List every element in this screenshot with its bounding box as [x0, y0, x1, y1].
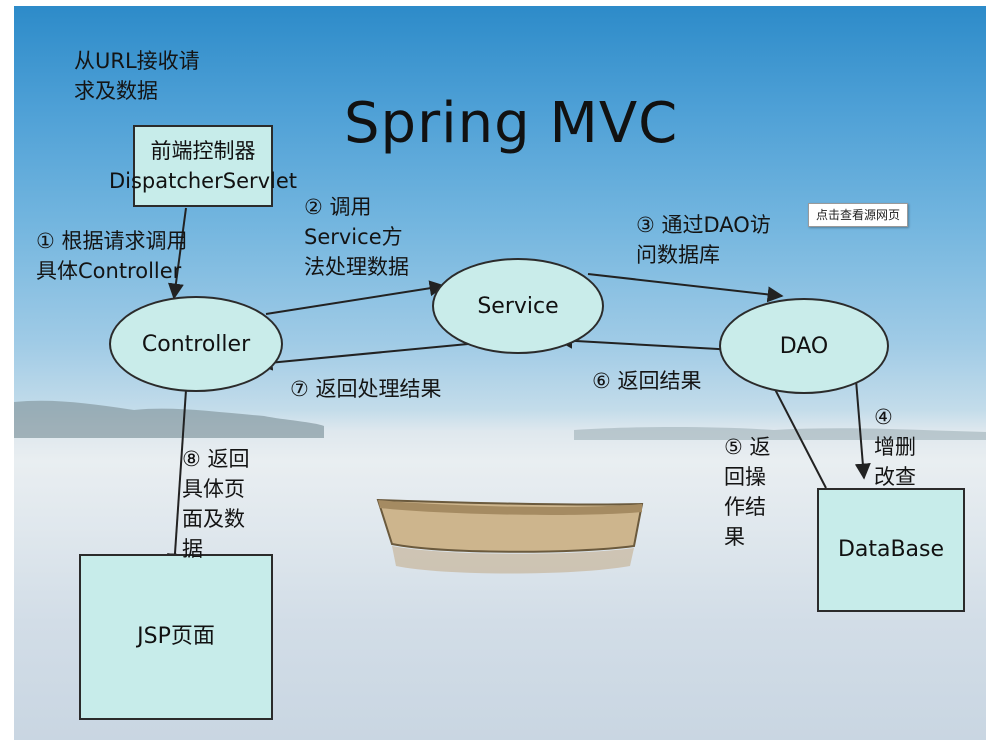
receive-request-label: 从URL接收请 求及数据 — [74, 49, 200, 103]
distant-hills — [14, 400, 324, 438]
slide-background: Spring MVC 前端控制器 DispatcherServlet Contr… — [14, 6, 986, 740]
step5-label: ⑤ 返 回操 作结 果 — [724, 435, 771, 549]
arrow-service-to-controller — [256, 343, 469, 371]
controller-node: Controller — [109, 296, 283, 392]
arrow-controller-to-service — [265, 280, 446, 315]
arrow-dao-to-service — [556, 332, 737, 351]
boat-picture — [376, 498, 644, 574]
distant-hills-right — [574, 427, 986, 440]
arrow-service-to-dao — [587, 273, 784, 303]
jsp-page-label: JSP页面 — [137, 624, 215, 649]
jsp-page-box: JSP页面 — [79, 554, 273, 720]
front-controller-label: 前端控制器 DispatcherServlet — [108, 139, 298, 193]
scenery — [14, 400, 986, 574]
diagram-title: Spring MVC — [344, 91, 679, 156]
arrow-controller-to-jsp — [166, 389, 187, 570]
database-box: DataBase — [817, 488, 965, 612]
step3-label: ③ 通过DAO访 问数据库 — [636, 213, 771, 267]
step1-label: ① 根据请求调用 具体Controller — [36, 229, 188, 283]
service-label: Service — [477, 293, 559, 319]
dao-node: DAO — [719, 298, 889, 394]
arrow-dao-to-database — [854, 379, 871, 480]
step4-label: ④ 增删 改查 — [874, 405, 916, 489]
view-source-tooltip[interactable]: 点击查看源网页 — [808, 203, 908, 227]
database-label: DataBase — [837, 537, 945, 562]
step2-label: ② 调用 Service方 法处理数据 — [304, 195, 409, 279]
front-controller-box: 前端控制器 DispatcherServlet — [109, 125, 297, 207]
step6-label: ⑥ 返回结果 — [592, 369, 702, 393]
dao-label: DAO — [779, 333, 829, 359]
controller-label: Controller — [141, 331, 251, 357]
step7-label: ⑦ 返回处理结果 — [290, 377, 442, 401]
arrow-frontcontroller-to-controller — [167, 207, 187, 300]
step8-label: ⑧ 返回 具体页 面及数 据 — [182, 447, 250, 561]
service-node: Service — [432, 258, 604, 354]
